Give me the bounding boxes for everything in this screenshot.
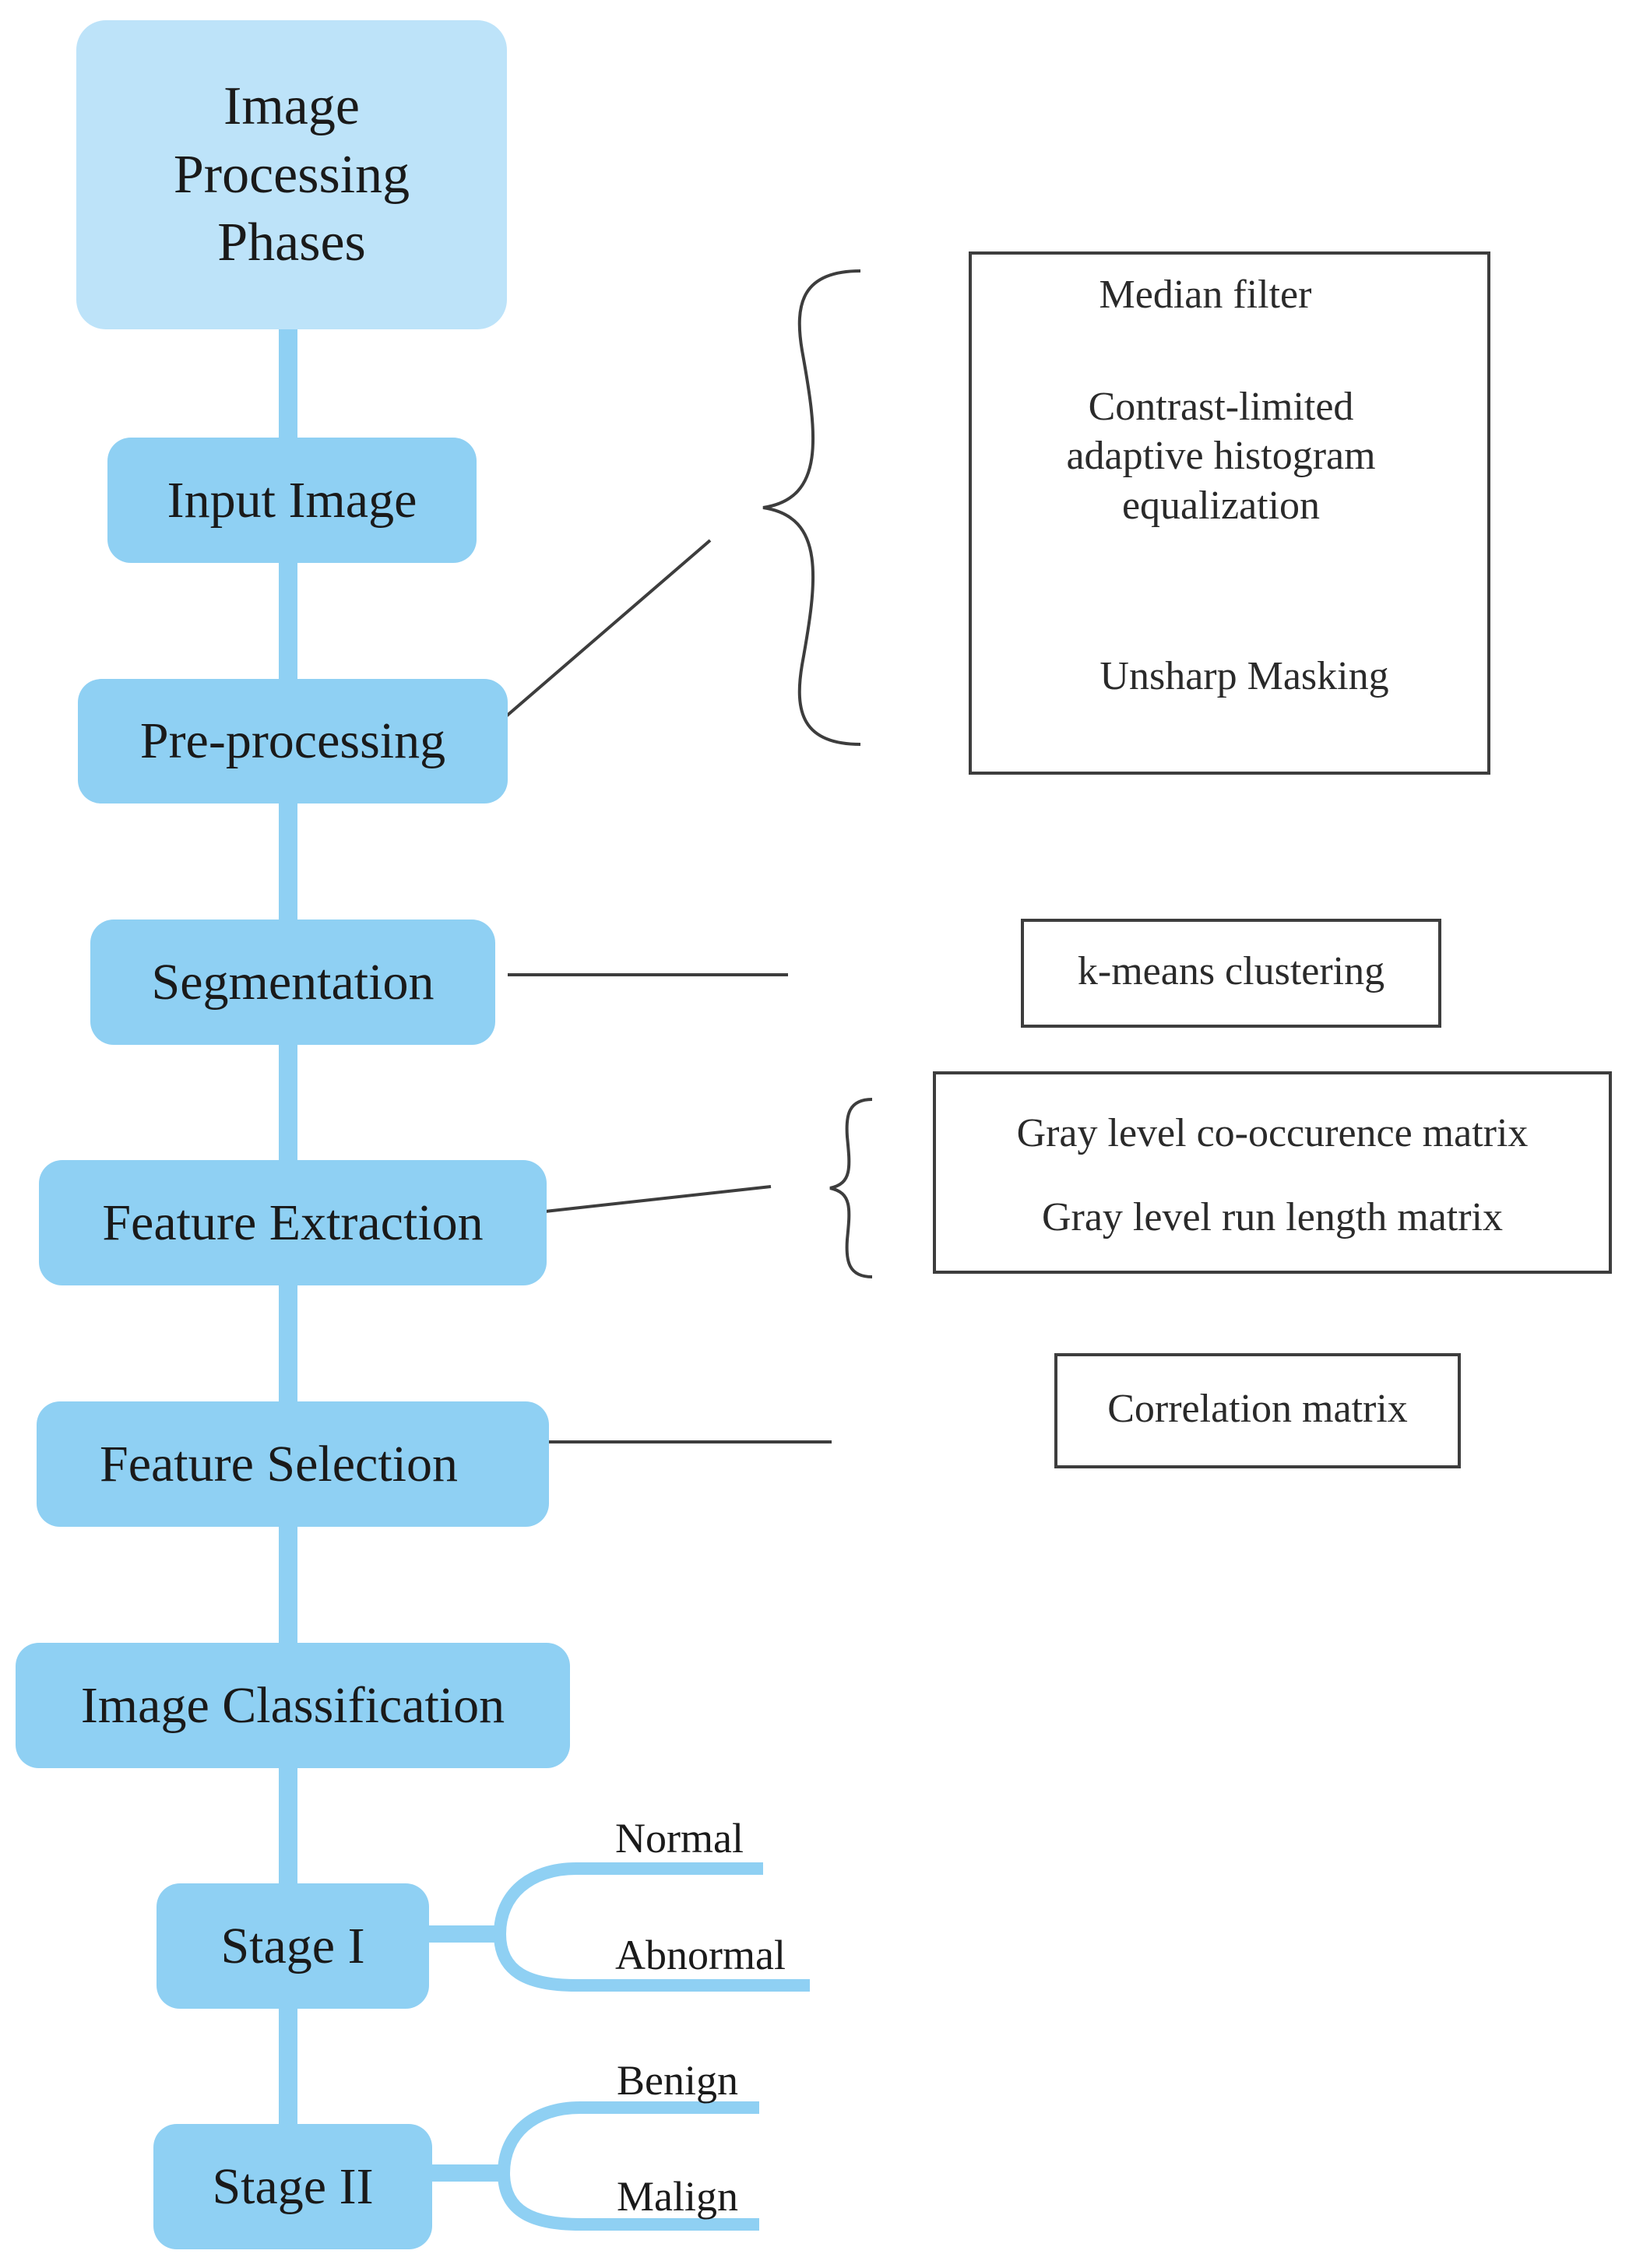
title-node: Image Processing Phases xyxy=(76,20,507,329)
glrlm-text: Gray level run length matrix xyxy=(1041,1195,1504,1239)
input-image-label: Input Image xyxy=(167,471,417,529)
stage2-label: Stage II xyxy=(212,2157,374,2215)
preprocessing-brace xyxy=(762,269,861,746)
image-classification-label: Image Classification xyxy=(80,1676,505,1734)
selection-methods-box: Correlation matrix xyxy=(1054,1353,1461,1468)
stage2-node: Stage II xyxy=(153,2124,432,2249)
diagram-title: Image Processing Phases xyxy=(173,76,410,273)
extraction-brace xyxy=(829,1098,873,1278)
correlation-matrix-text: Correlation matrix xyxy=(1107,1387,1408,1431)
stage1-node: Stage I xyxy=(157,1883,429,2009)
segmentation-methods-box: k-means clustering xyxy=(1021,919,1441,1028)
clahe-text: Contrast-limited adaptive histogram equa… xyxy=(1066,385,1376,528)
feature-extraction-label: Feature Extraction xyxy=(102,1194,484,1251)
stage1-label: Stage I xyxy=(220,1917,365,1974)
outcome-benign: Benign xyxy=(617,2057,738,2104)
feature-selection-node: Feature Selection xyxy=(37,1401,549,1527)
unsharp-masking-text: Unsharp Masking xyxy=(1099,654,1389,698)
preprocessing-label: Pre-processing xyxy=(139,712,446,770)
extraction-connector xyxy=(544,1185,772,1213)
stage1-fork-arms xyxy=(493,1862,810,1992)
preprocessing-connector xyxy=(505,539,712,718)
outcome-abnormal: Abnormal xyxy=(615,1932,786,1978)
image-classification-node: Image Classification xyxy=(16,1643,570,1768)
segmentation-label: Segmentation xyxy=(151,953,435,1011)
stage2-fork-arms xyxy=(497,2101,759,2231)
input-image-node: Input Image xyxy=(107,438,477,563)
median-filter-text: Median filter xyxy=(1099,273,1312,317)
preprocessing-methods-box: Median filter Contrast-limited adaptive … xyxy=(969,251,1490,775)
outcome-normal: Normal xyxy=(615,1815,744,1862)
feature-extraction-node: Feature Extraction xyxy=(39,1160,547,1285)
preprocessing-node: Pre-processing xyxy=(78,679,508,803)
glcm-text: Gray level co-occurence matrix xyxy=(1016,1111,1529,1155)
segmentation-node: Segmentation xyxy=(90,920,495,1045)
kmeans-text: k-means clustering xyxy=(1077,949,1385,993)
outcome-malign: Malign xyxy=(617,2173,738,2220)
feature-selection-label: Feature Selection xyxy=(99,1435,458,1493)
extraction-methods-box: Gray level co-occurence matrix Gray leve… xyxy=(933,1071,1612,1274)
